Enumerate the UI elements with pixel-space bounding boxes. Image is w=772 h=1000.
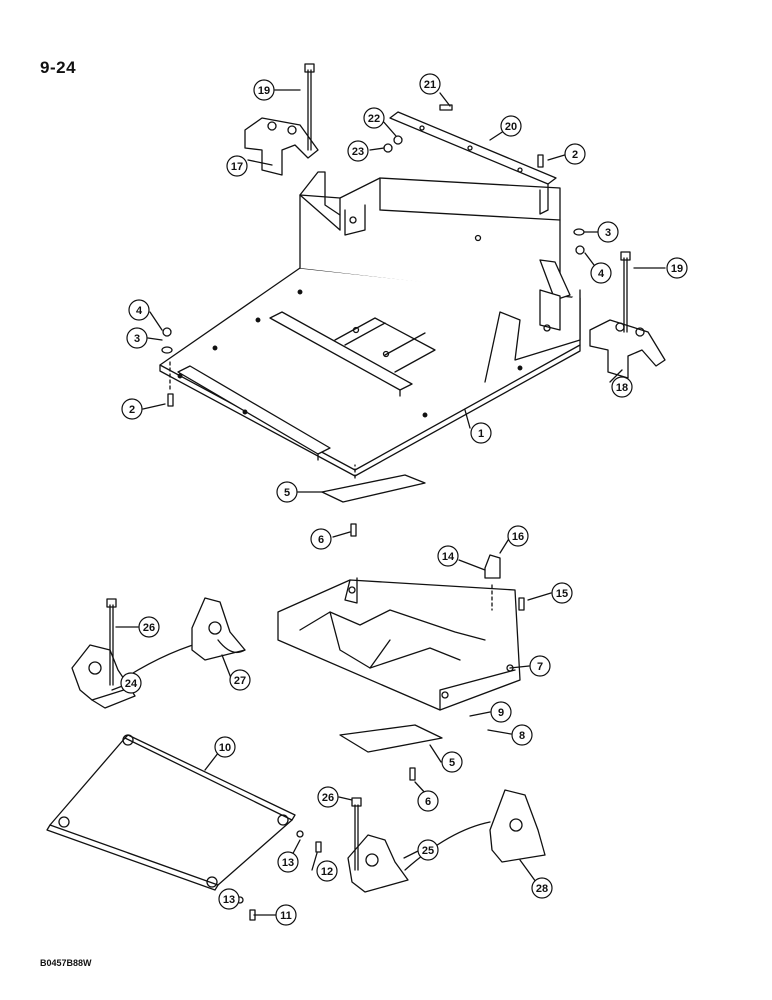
svg-text:9: 9 <box>498 707 504 719</box>
page-number: 9-24 <box>40 58 77 77</box>
mount-25-part <box>347 797 491 893</box>
callout-13-top: 13 <box>277 851 299 873</box>
callout-25: 25 <box>417 839 439 861</box>
callout-23: 23 <box>347 140 369 162</box>
callout-26-right: 26 <box>317 786 339 808</box>
right-fastener-stack <box>573 228 585 255</box>
svg-text:27: 27 <box>234 675 246 687</box>
bracket-17-part <box>244 63 319 176</box>
svg-text:6: 6 <box>318 534 324 546</box>
svg-text:1: 1 <box>478 428 484 440</box>
svg-text:13: 13 <box>282 857 294 869</box>
mount-27-part <box>191 597 246 661</box>
callout-22: 22 <box>363 107 385 129</box>
svg-text:14: 14 <box>442 551 455 563</box>
callout-6-top: 6 <box>310 528 332 550</box>
callout-27: 27 <box>229 669 251 691</box>
svg-text:18: 18 <box>616 382 628 394</box>
callout-24: 24 <box>120 672 142 694</box>
mount-24-part <box>71 598 211 709</box>
left-fastener-stack <box>161 327 174 407</box>
callout-9: 9 <box>490 701 512 723</box>
svg-text:6: 6 <box>425 796 431 808</box>
cover-plate-part <box>321 464 426 537</box>
bracket-18-part <box>589 251 666 379</box>
callout-17: 17 <box>226 155 248 177</box>
lower-pan-part <box>277 554 525 711</box>
svg-text:11: 11 <box>280 910 292 922</box>
svg-text:24: 24 <box>125 678 138 690</box>
svg-text:21: 21 <box>424 79 436 91</box>
svg-text:25: 25 <box>422 845 434 857</box>
mount-28-part <box>489 789 546 863</box>
svg-text:12: 12 <box>321 866 333 878</box>
svg-text:20: 20 <box>505 121 517 133</box>
callout-5-top: 5 <box>276 481 298 503</box>
callout-1: 1 <box>470 422 492 444</box>
svg-text:3: 3 <box>134 333 140 345</box>
callout-5-bottom: 5 <box>441 751 463 773</box>
callout-26-left: 26 <box>138 616 160 638</box>
svg-text:13: 13 <box>223 894 235 906</box>
svg-text:5: 5 <box>449 757 455 769</box>
svg-text:28: 28 <box>536 883 548 895</box>
callout-3-left: 3 <box>126 327 148 349</box>
callout-12: 12 <box>316 860 338 882</box>
svg-text:15: 15 <box>556 588 568 600</box>
svg-text:16: 16 <box>512 531 524 543</box>
svg-text:17: 17 <box>231 161 243 173</box>
callout-3-right: 3 <box>597 221 619 243</box>
callout-6-bottom: 6 <box>417 790 439 812</box>
callout-2-left: 2 <box>121 398 143 420</box>
callout-28: 28 <box>531 877 553 899</box>
floor-plate-part <box>159 171 581 477</box>
callout-8: 8 <box>511 724 533 746</box>
callout-11: 11 <box>275 904 297 926</box>
svg-text:4: 4 <box>598 268 605 280</box>
callout-10: 10 <box>214 736 236 758</box>
callouts: 19 17 21 22 23 20 2 3 4 19 18 4 3 2 1 5 … <box>120 73 688 926</box>
svg-text:8: 8 <box>519 730 525 742</box>
callout-19-right: 19 <box>666 257 688 279</box>
callout-2-top: 2 <box>564 143 586 165</box>
callout-19: 19 <box>253 79 275 101</box>
leader-lines <box>111 89 666 916</box>
callout-16: 16 <box>507 525 529 547</box>
cover-plate-part-lower <box>339 724 443 781</box>
svg-text:2: 2 <box>572 149 578 161</box>
callout-13-bottom: 13 <box>218 888 240 910</box>
callout-21: 21 <box>419 73 441 95</box>
svg-text:19: 19 <box>671 263 683 275</box>
callout-20: 20 <box>500 115 522 137</box>
svg-text:5: 5 <box>284 487 290 499</box>
svg-text:4: 4 <box>136 305 143 317</box>
svg-text:26: 26 <box>143 622 155 634</box>
callout-4-left: 4 <box>128 299 150 321</box>
svg-text:7: 7 <box>537 661 543 673</box>
callout-18: 18 <box>611 376 633 398</box>
svg-text:23: 23 <box>352 146 364 158</box>
svg-text:19: 19 <box>258 85 270 97</box>
callout-4-right: 4 <box>590 262 612 284</box>
svg-text:3: 3 <box>605 227 611 239</box>
svg-text:26: 26 <box>322 792 334 804</box>
callout-14: 14 <box>437 545 459 567</box>
svg-text:22: 22 <box>368 113 380 125</box>
figure-code: B0457B88W <box>40 958 92 968</box>
svg-text:10: 10 <box>219 742 231 754</box>
callout-7: 7 <box>529 655 551 677</box>
svg-text:2: 2 <box>129 404 135 416</box>
callout-15: 15 <box>551 582 573 604</box>
screen-10-part <box>46 734 322 921</box>
